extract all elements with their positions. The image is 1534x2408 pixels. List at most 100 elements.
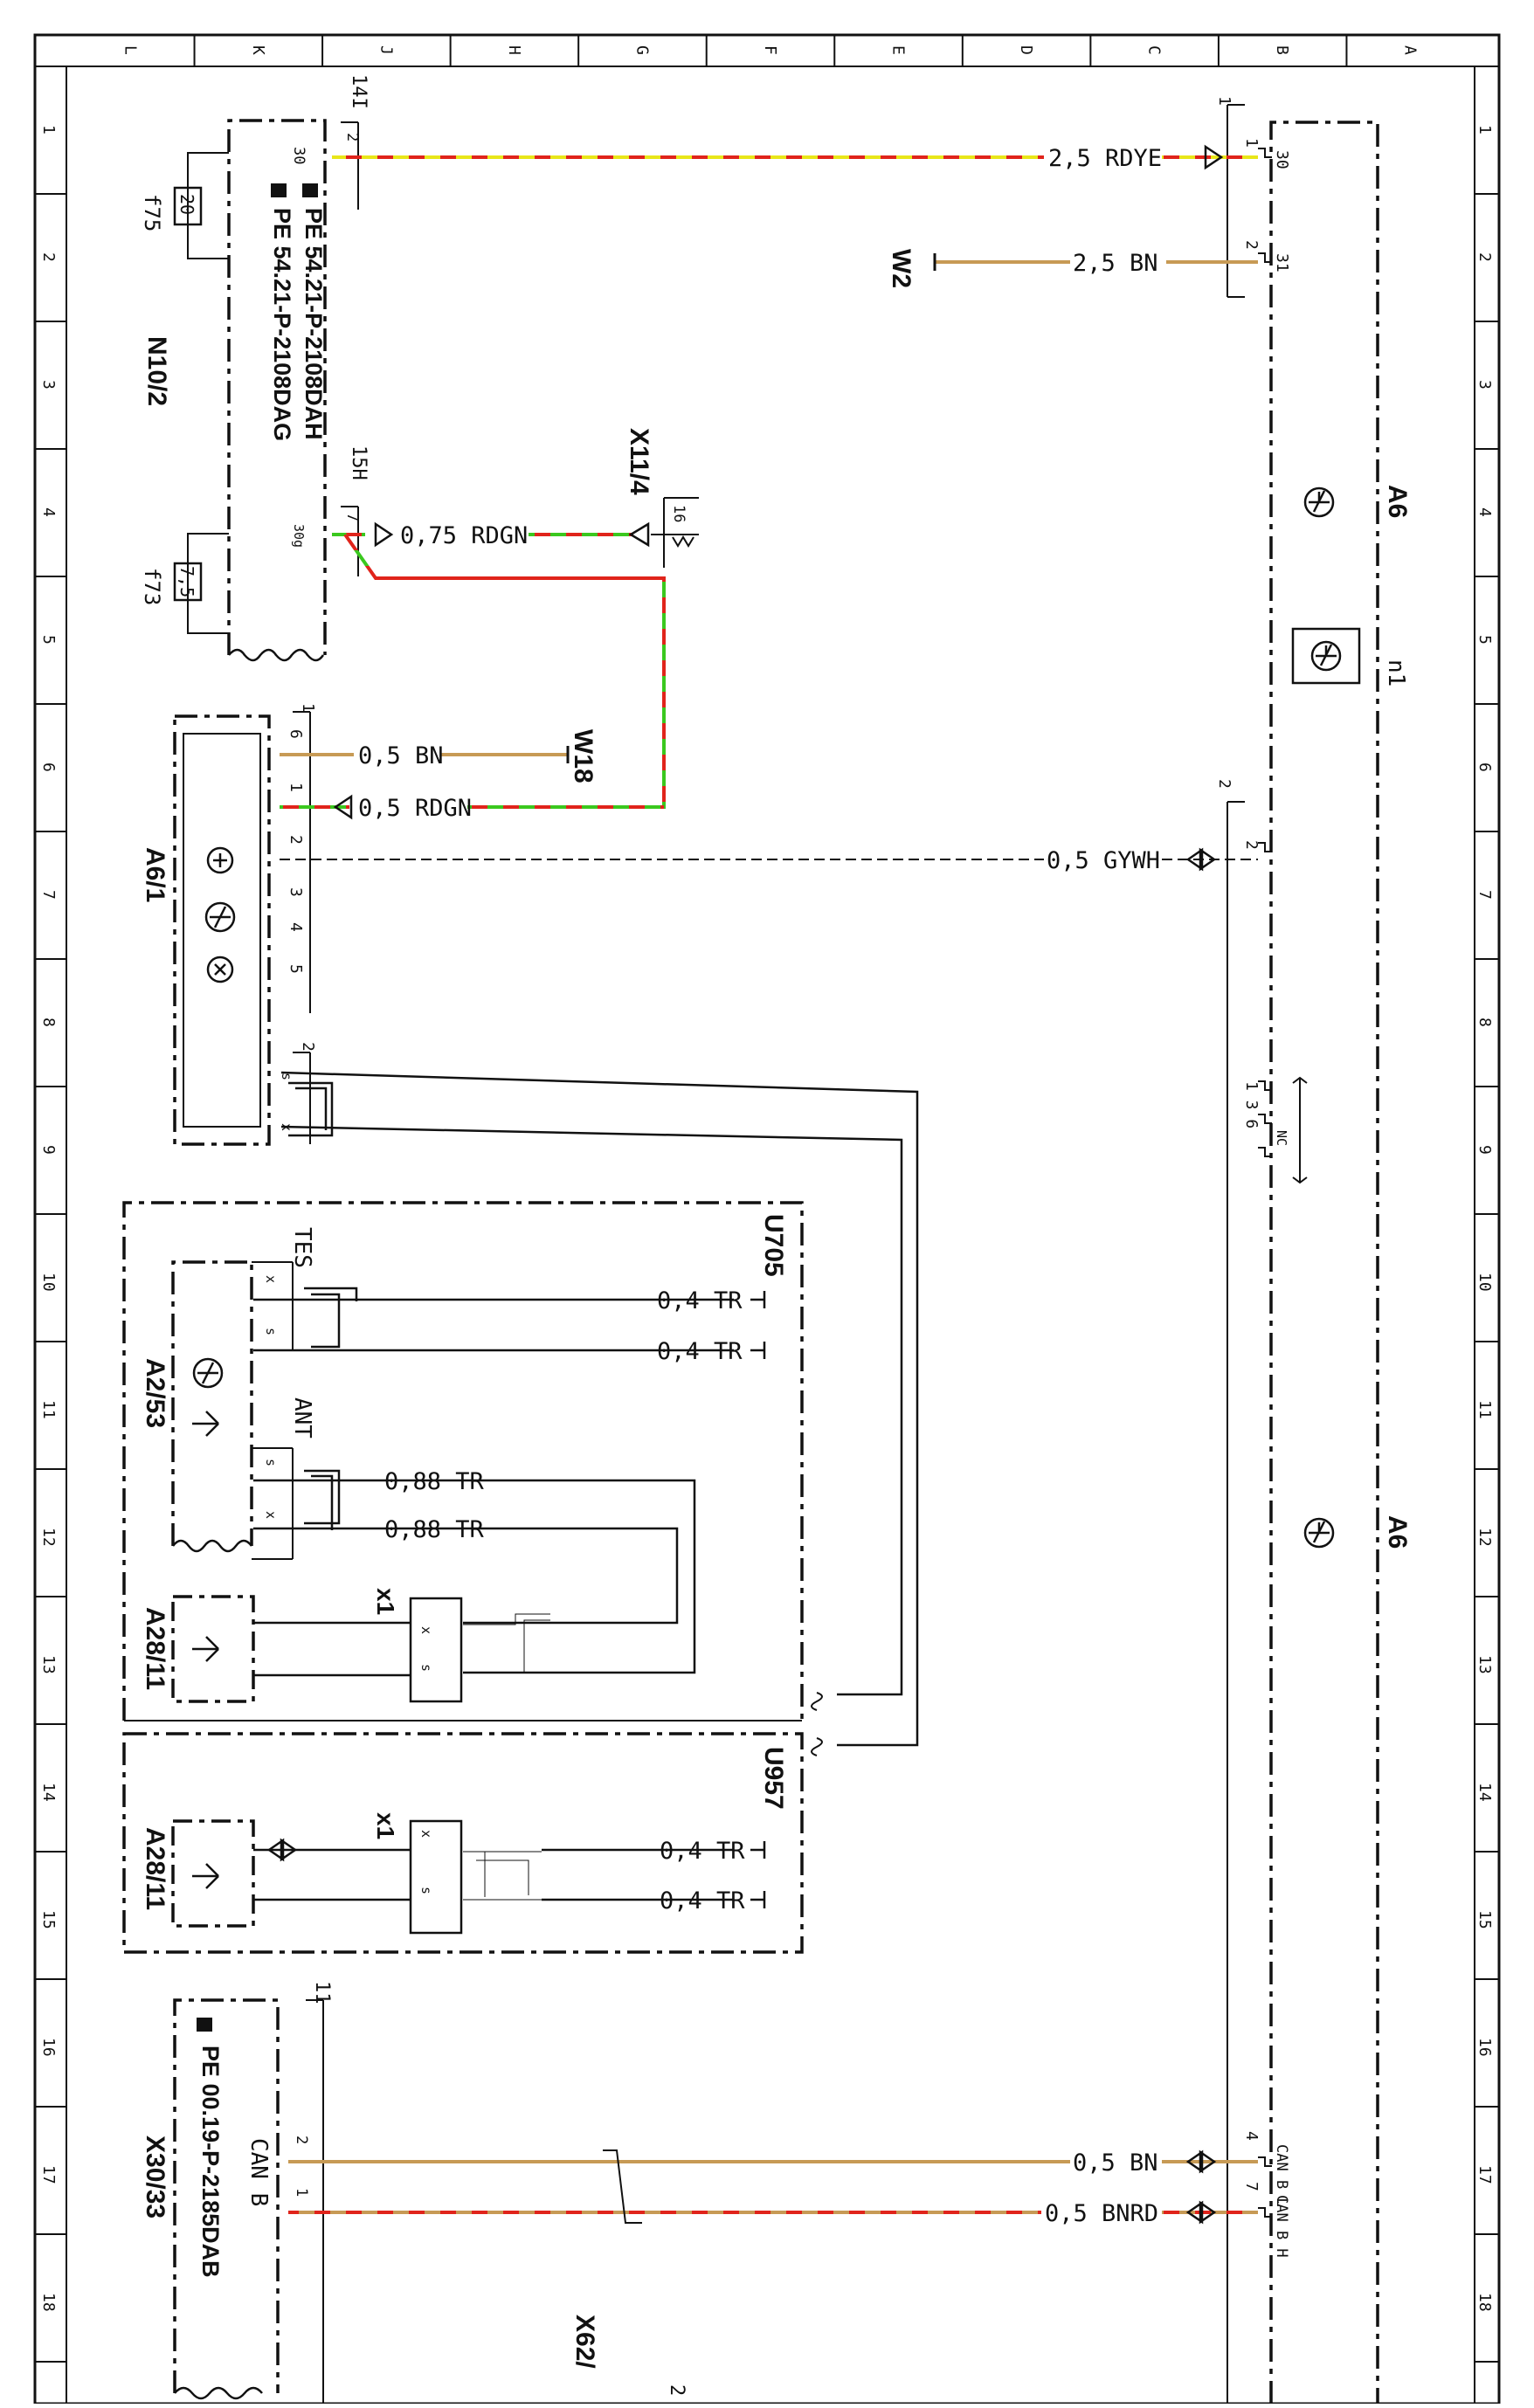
wire-label-tr-088b: 0,88 TR	[384, 1516, 485, 1543]
wire-bn-w2	[933, 253, 1258, 271]
wire-label-bnrd-can: 0,5 BNRD	[1045, 2200, 1158, 2227]
a6-1-pin-labels: 1 6 1 2 3 4 5 2 s x	[279, 703, 317, 1131]
row-label-left: 14	[39, 1783, 58, 1802]
twist-mark	[603, 2149, 642, 2224]
row-label-right: 7	[1475, 890, 1494, 900]
wire-label-gywh: 0,5 GYWH	[1047, 847, 1160, 874]
row-label-right: 3	[1475, 380, 1494, 390]
n10-2-module	[173, 119, 359, 662]
a6-pin-2: 2	[1242, 240, 1261, 250]
n10-2-pin-30: 30	[290, 147, 307, 164]
a28-11-label-b: A28/11	[141, 1827, 169, 1910]
wire-label-bn-w2: 2,5 BN	[1073, 250, 1158, 277]
a28-11-module-b	[171, 1819, 734, 1935]
antenna-icon	[192, 1863, 219, 1889]
x30-33-conn: 11	[311, 1981, 333, 2004]
x30-33-bus: CAN B	[245, 2138, 272, 2206]
x30-33-pin-1: 1	[293, 2188, 310, 2197]
n10-2-pin-7: 7	[343, 513, 361, 521]
n10-2-label: N10/2	[142, 336, 171, 406]
row-label-right: 11	[1475, 1400, 1494, 1419]
row-label-left: 17	[39, 2165, 58, 2184]
a6-can-b-l: CAN B L	[1273, 2144, 1290, 2207]
row-label-right: 18	[1475, 2293, 1494, 2312]
transistor-icon	[192, 1357, 224, 1389]
a6-pin-30: 30	[1273, 150, 1291, 169]
wire-rdye	[332, 144, 1258, 170]
a6-pin-marks	[1258, 148, 1272, 2218]
u705-ant: ANT	[289, 1397, 315, 1439]
row-label-left: 12	[39, 1528, 58, 1547]
column-label: K	[249, 45, 267, 55]
x30-33-pe: PE 00.19-P-2185DAB	[197, 2046, 224, 2278]
row-label-left: 10	[39, 1273, 58, 1292]
a28-11-label-a: A28/11	[141, 1607, 169, 1690]
lamp-icon	[206, 846, 234, 874]
a2-53-pin-x2: x	[263, 1511, 279, 1519]
wire-bn-05-w18	[280, 746, 570, 763]
wire-gywh	[280, 847, 1258, 872]
x30-33-label: X30/33	[141, 2135, 169, 2218]
u705-label: U705	[759, 1214, 788, 1277]
a6-module	[1227, 104, 1379, 2404]
coax-tes	[253, 1287, 734, 1352]
a6-1-pin-6: 6	[287, 729, 305, 739]
wire-rdgn-05	[280, 794, 664, 820]
column-label: B	[1273, 45, 1291, 55]
x30-33-pin-2: 2	[293, 2135, 310, 2144]
a6-pin-labels: 1 1 30 2 31 2 2 1 3 6 NC 4 CAN B L 7 CAN…	[1215, 96, 1291, 2258]
w2-label: W2	[887, 249, 916, 288]
a6-1-pin-3: 3	[287, 887, 305, 897]
row-label-right: 4	[1475, 507, 1494, 517]
wire-end-mark	[750, 1841, 766, 1908]
column-label: E	[889, 45, 908, 55]
column-label: H	[505, 45, 523, 55]
a2-53-module	[171, 1260, 294, 1560]
f75-value: 20	[176, 194, 197, 215]
row-label-right: 2	[1475, 252, 1494, 262]
row-label-right: 8	[1475, 1018, 1494, 1027]
a6-1-connector-1: 1	[299, 703, 317, 713]
f73-label: f73	[140, 568, 164, 605]
row-label-right: 17	[1475, 2165, 1494, 2184]
a28-11-conn-b: x1	[372, 1812, 399, 1839]
a6-1-pin-1: 1	[287, 783, 305, 792]
wire-label-tr-088a: 0,88 TR	[384, 1468, 485, 1495]
x11-4-pin: 16	[670, 505, 688, 522]
wire-end-mark	[750, 1291, 766, 1359]
u957-enclosure	[122, 1692, 823, 1954]
a6-pin-1: 1	[1242, 138, 1261, 148]
row-label-right: 12	[1475, 1528, 1494, 1547]
book-icon	[197, 2018, 212, 2032]
x30-33-module	[173, 1998, 324, 2404]
a28-11-a-pin-s: s	[418, 1664, 434, 1672]
antenna-icon	[192, 1411, 219, 1437]
n10-2-pe-1: PE 54.21-P-2108DAG	[269, 208, 295, 441]
row-label-left: 7	[39, 890, 58, 900]
row-label-right: 5	[1475, 635, 1494, 645]
u957-label: U957	[759, 1747, 788, 1810]
row-label-left: 13	[39, 1655, 58, 1674]
u705-tes: TES	[289, 1227, 315, 1268]
row-label-right: 10	[1475, 1273, 1494, 1292]
a28-11-conn-a: x1	[372, 1588, 399, 1615]
a6-pin-7: 7	[1242, 2182, 1261, 2191]
a6-1-pin-4: 4	[287, 922, 305, 932]
a6-connector-2: 2	[1215, 779, 1233, 789]
a6-nc-pins: 1 3 6	[1242, 1081, 1261, 1128]
row-label-left: 16	[39, 2038, 58, 2057]
wire-bnrd-can	[288, 2200, 1258, 2225]
wire-bn-can	[288, 2149, 1258, 2174]
a6-1-pin-s: s	[279, 1073, 294, 1080]
row-label-left: 4	[39, 507, 58, 517]
transistor-icon	[1303, 486, 1335, 518]
a6-connector-1: 1	[1215, 96, 1233, 106]
a28-11-b-pin-s: s	[418, 1887, 434, 1894]
a2-53-label: A2/53	[141, 1358, 169, 1428]
a6-1-pin-5: 5	[287, 964, 305, 974]
n10-2-pin-2: 2	[343, 133, 361, 141]
row-label-left: 5	[39, 635, 58, 645]
column-label: F	[761, 45, 779, 55]
